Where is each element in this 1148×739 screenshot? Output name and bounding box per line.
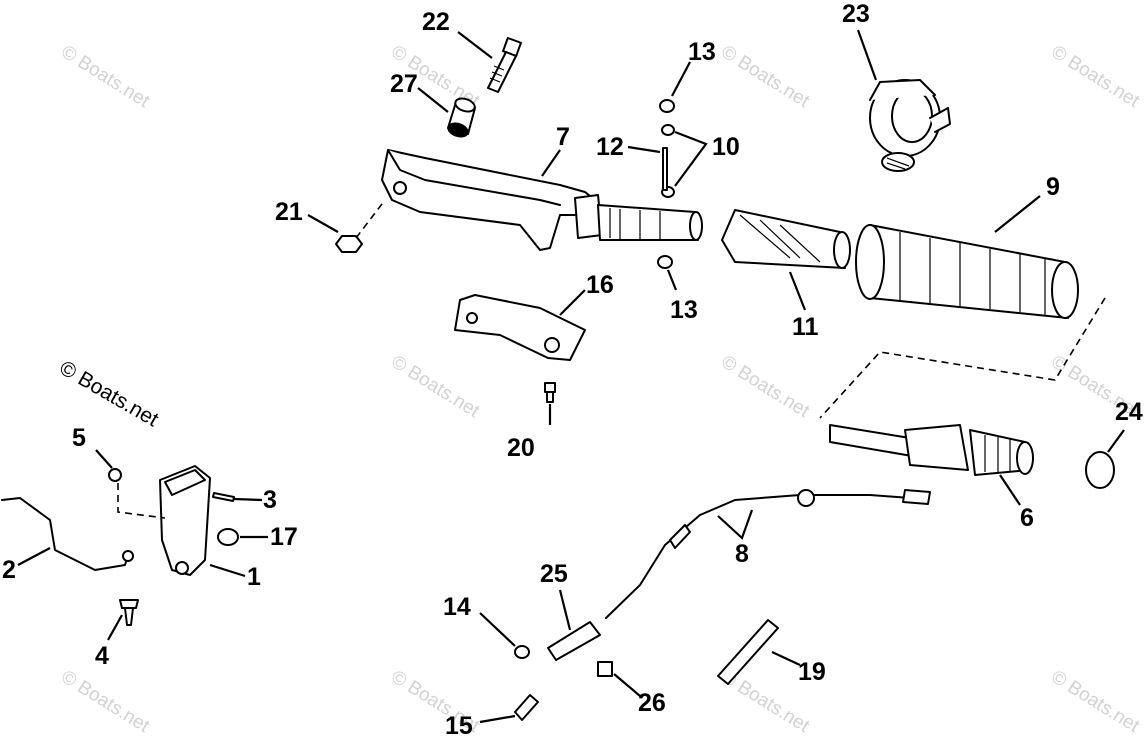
part-14-washer xyxy=(514,645,530,659)
watermark-faint-5: © Boats.net xyxy=(387,351,483,422)
callout-10: 10 xyxy=(712,133,740,161)
callout-15: 15 xyxy=(445,712,473,739)
part-20-screw xyxy=(544,382,556,403)
callout-24: 24 xyxy=(1115,398,1143,426)
part-1-shift-lever xyxy=(159,465,211,576)
callout-1: 1 xyxy=(247,563,261,591)
part-5-clip xyxy=(108,468,122,482)
part-13-nut-bottom xyxy=(657,255,673,269)
part-24-cap xyxy=(1085,451,1115,489)
part-27-bushing xyxy=(447,97,476,138)
part-8-throttle-cable xyxy=(605,489,931,619)
part-13-nut-top xyxy=(659,99,675,113)
part-11-throttle-sleeve xyxy=(721,209,851,269)
part-7-tiller-arm xyxy=(381,149,703,251)
callout-9: 9 xyxy=(1046,173,1060,201)
callout-17: 17 xyxy=(270,523,298,551)
callout-19: 19 xyxy=(798,658,826,686)
callout-13-top: 13 xyxy=(688,38,716,66)
callout-23: 23 xyxy=(842,0,870,28)
part-17-washer xyxy=(217,528,239,546)
callout-6: 6 xyxy=(1020,504,1034,532)
part-15-clip xyxy=(514,694,539,721)
part-22-bolt xyxy=(487,37,522,93)
watermark-faint-4: © Boats.net xyxy=(1047,41,1143,112)
part-3-pin xyxy=(212,492,235,502)
part-26-screw xyxy=(597,661,613,677)
callout-12: 12 xyxy=(596,133,624,161)
part-2-rod-end xyxy=(122,550,134,562)
callout-22: 22 xyxy=(422,8,450,36)
leader-lines xyxy=(17,29,1125,724)
part-9-tiller-grip xyxy=(855,224,1079,319)
callout-26: 26 xyxy=(638,689,666,717)
guide-line-9-6 xyxy=(819,297,1106,419)
callout-13-bottom: 13 xyxy=(670,296,698,324)
part-25-link xyxy=(547,621,601,661)
part-23-friction-collar xyxy=(869,79,951,172)
callout-8: 8 xyxy=(735,540,749,568)
part-4-pivot-pin xyxy=(119,599,139,626)
callout-20: 20 xyxy=(507,434,535,462)
part-12-pin xyxy=(662,147,668,191)
watermark-faint-3: © Boats.net xyxy=(717,41,813,112)
callout-21: 21 xyxy=(275,198,303,226)
callout-25: 25 xyxy=(540,560,568,588)
part-10-nut-upper xyxy=(661,124,675,136)
guide-line-5-1 xyxy=(117,483,166,519)
part-21-nut xyxy=(335,235,363,253)
part-16-bracket xyxy=(454,294,586,361)
callout-14: 14 xyxy=(443,593,471,621)
watermark-faint-11: © Boats.net xyxy=(1047,666,1143,737)
part-6-throttle-assembly xyxy=(829,424,1034,476)
watermark-faint-6: © Boats.net xyxy=(717,351,813,422)
watermark-main: © Boats.net xyxy=(56,356,163,431)
guide-line-21 xyxy=(355,199,386,239)
callout-2: 2 xyxy=(2,556,16,584)
callout-5: 5 xyxy=(72,424,86,452)
callout-27: 27 xyxy=(390,70,418,98)
callout-4: 4 xyxy=(95,642,109,670)
part-2-shift-rod xyxy=(1,497,129,571)
callout-3: 3 xyxy=(263,486,277,514)
part-19-rod xyxy=(717,619,779,685)
callout-11: 11 xyxy=(792,313,819,341)
watermark-faint-8: © Boats.net xyxy=(57,666,153,737)
watermark-faint-1: © Boats.net xyxy=(57,41,153,112)
callout-16: 16 xyxy=(586,271,614,299)
callout-7: 7 xyxy=(556,123,570,151)
